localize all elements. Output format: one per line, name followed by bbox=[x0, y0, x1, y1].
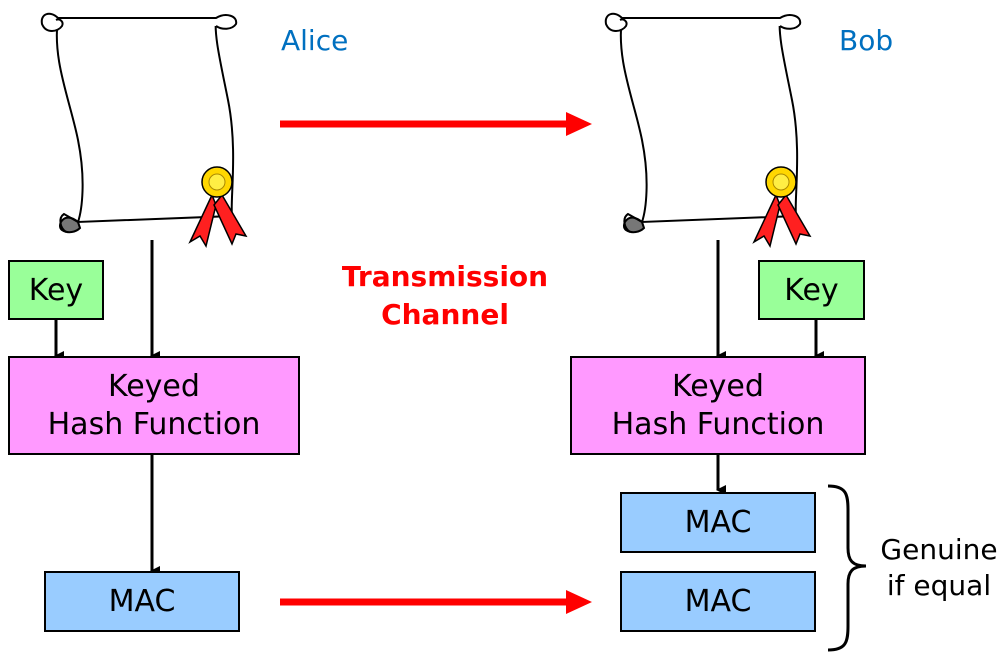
mac-transmission-arrow bbox=[280, 590, 592, 614]
receiver-received-mac-box: MAC bbox=[620, 571, 816, 632]
sender-key-box: Key bbox=[8, 260, 104, 320]
sender-key-label: Key bbox=[28, 272, 84, 308]
verdict-label: Genuine if equal bbox=[874, 532, 1004, 604]
channel-label-line2: Channel bbox=[381, 298, 509, 331]
sender-hash-line1: Keyed bbox=[108, 368, 200, 404]
receiver-scroll-icon bbox=[604, 12, 802, 234]
sender-scroll-icon bbox=[40, 12, 238, 234]
document-transmission-arrow bbox=[280, 112, 592, 136]
receiver-key-box: Key bbox=[758, 260, 865, 320]
receiver-hash-line2: Hash Function bbox=[611, 406, 825, 442]
receiver-keyed-hash-box: Keyed Hash Function bbox=[570, 356, 866, 455]
verdict-line2: if equal bbox=[886, 569, 992, 602]
verdict-line1: Genuine bbox=[880, 533, 998, 566]
channel-label-line1: Transmission bbox=[341, 260, 549, 293]
sender-mac-label: MAC bbox=[108, 584, 176, 619]
sender-mac-box: MAC bbox=[44, 571, 240, 632]
comparison-brace bbox=[827, 484, 867, 652]
receiver-computed-mac-box: MAC bbox=[620, 492, 816, 553]
receiver-key-label: Key bbox=[784, 272, 839, 308]
sender-hash-line2: Hash Function bbox=[47, 406, 261, 442]
receiver-name: Bob bbox=[839, 24, 894, 57]
sender-keyed-hash-box: Keyed Hash Function bbox=[8, 356, 300, 455]
transmission-channel-label: Transmission Channel bbox=[325, 258, 565, 334]
receiver-computed-mac-label: MAC bbox=[684, 505, 752, 540]
sender-name: Alice bbox=[281, 24, 349, 57]
receiver-hash-line1: Keyed bbox=[672, 368, 764, 404]
receiver-received-mac-label: MAC bbox=[684, 584, 752, 619]
